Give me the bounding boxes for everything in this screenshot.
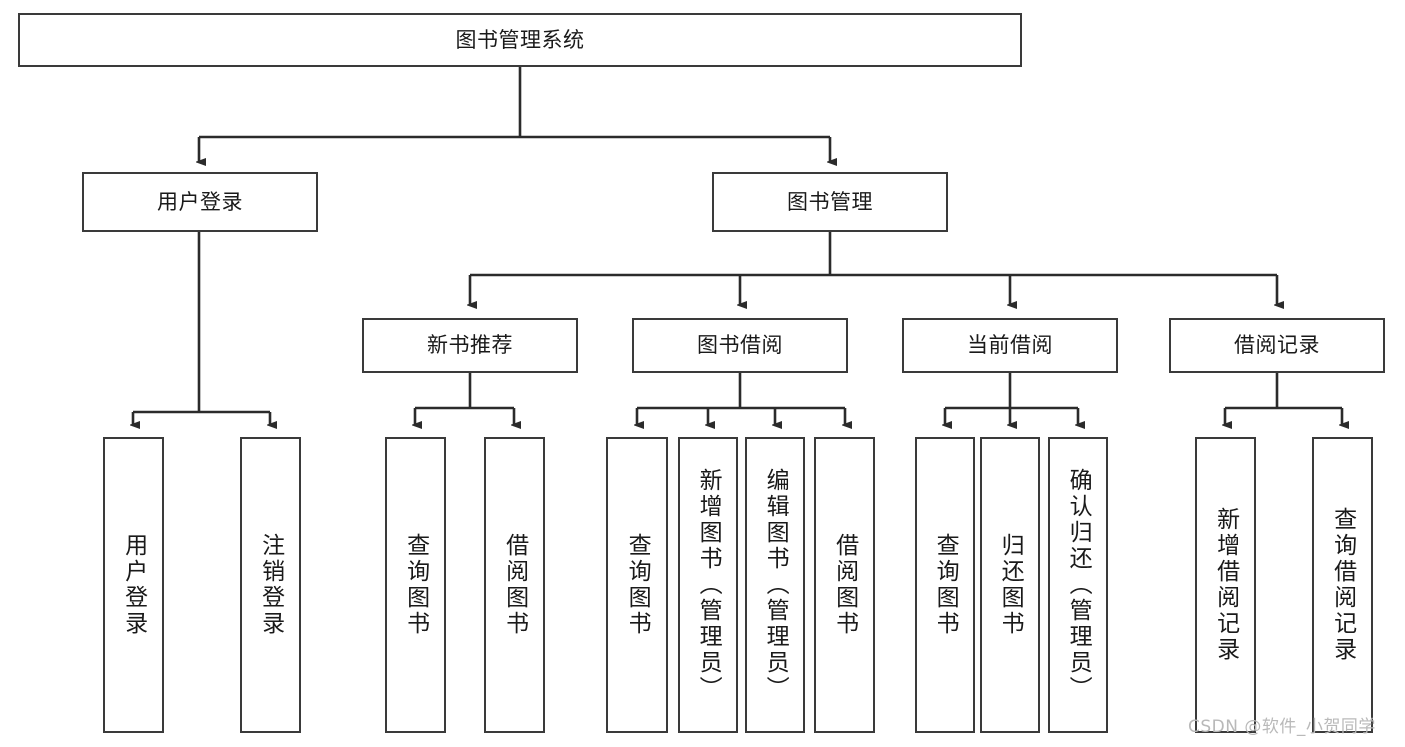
node-current-borrow[interactable]: 当前借阅: [902, 318, 1118, 373]
node-label: 注销登录: [257, 533, 284, 637]
node-label: 借阅记录: [1234, 333, 1320, 358]
leaf-current-confirm-return-admin[interactable]: 确认归还（管理员）: [1048, 437, 1108, 733]
node-label: 查询借阅记录: [1329, 507, 1356, 663]
leaf-borrow-add-book-admin[interactable]: 新增图书（管理员）: [678, 437, 738, 733]
node-label: 图书管理: [787, 189, 873, 214]
node-label: 编辑图书（管理员）: [762, 468, 789, 702]
node-book-management[interactable]: 图书管理: [712, 172, 948, 232]
leaf-user-login-login[interactable]: 用户登录: [103, 437, 164, 733]
leaf-recommend-borrow-book[interactable]: 借阅图书: [484, 437, 545, 733]
node-label: 当前借阅: [967, 333, 1053, 358]
leaf-borrow-query-book[interactable]: 查询图书: [606, 437, 668, 733]
node-label: 归还图书: [997, 533, 1024, 637]
node-label: 查询图书: [402, 533, 429, 637]
node-new-book-recommend[interactable]: 新书推荐: [362, 318, 578, 373]
node-label: 查询图书: [932, 533, 959, 637]
node-label: 借阅图书: [831, 533, 858, 637]
csdn-watermark: CSDN @软件_小贺同学: [1188, 717, 1376, 737]
leaf-borrow-edit-book-admin[interactable]: 编辑图书（管理员）: [745, 437, 805, 733]
node-label: 用户登录: [120, 533, 147, 637]
node-label: 查询图书: [624, 533, 651, 637]
leaf-current-query-book[interactable]: 查询图书: [915, 437, 975, 733]
leaf-borrow-borrow-book[interactable]: 借阅图书: [814, 437, 875, 733]
node-label: 新增图书（管理员）: [695, 468, 722, 702]
node-label: 用户登录: [157, 189, 243, 214]
node-borrow-record[interactable]: 借阅记录: [1169, 318, 1385, 373]
leaf-current-return-book[interactable]: 归还图书: [980, 437, 1040, 733]
node-book-borrow[interactable]: 图书借阅: [632, 318, 848, 373]
leaf-record-add-record[interactable]: 新增借阅记录: [1195, 437, 1256, 733]
node-label: 确认归还（管理员）: [1065, 468, 1092, 702]
node-label: 新增借阅记录: [1212, 507, 1239, 663]
node-label: 图书管理系统: [455, 27, 585, 52]
node-label: 图书借阅: [697, 333, 783, 358]
leaf-record-query-record[interactable]: 查询借阅记录: [1312, 437, 1373, 733]
node-root-system[interactable]: 图书管理系统: [18, 13, 1022, 67]
leaf-user-login-logout[interactable]: 注销登录: [240, 437, 301, 733]
leaf-recommend-query-book[interactable]: 查询图书: [385, 437, 446, 733]
node-label: 新书推荐: [427, 333, 513, 358]
node-user-login[interactable]: 用户登录: [82, 172, 318, 232]
node-label: 借阅图书: [501, 533, 528, 637]
